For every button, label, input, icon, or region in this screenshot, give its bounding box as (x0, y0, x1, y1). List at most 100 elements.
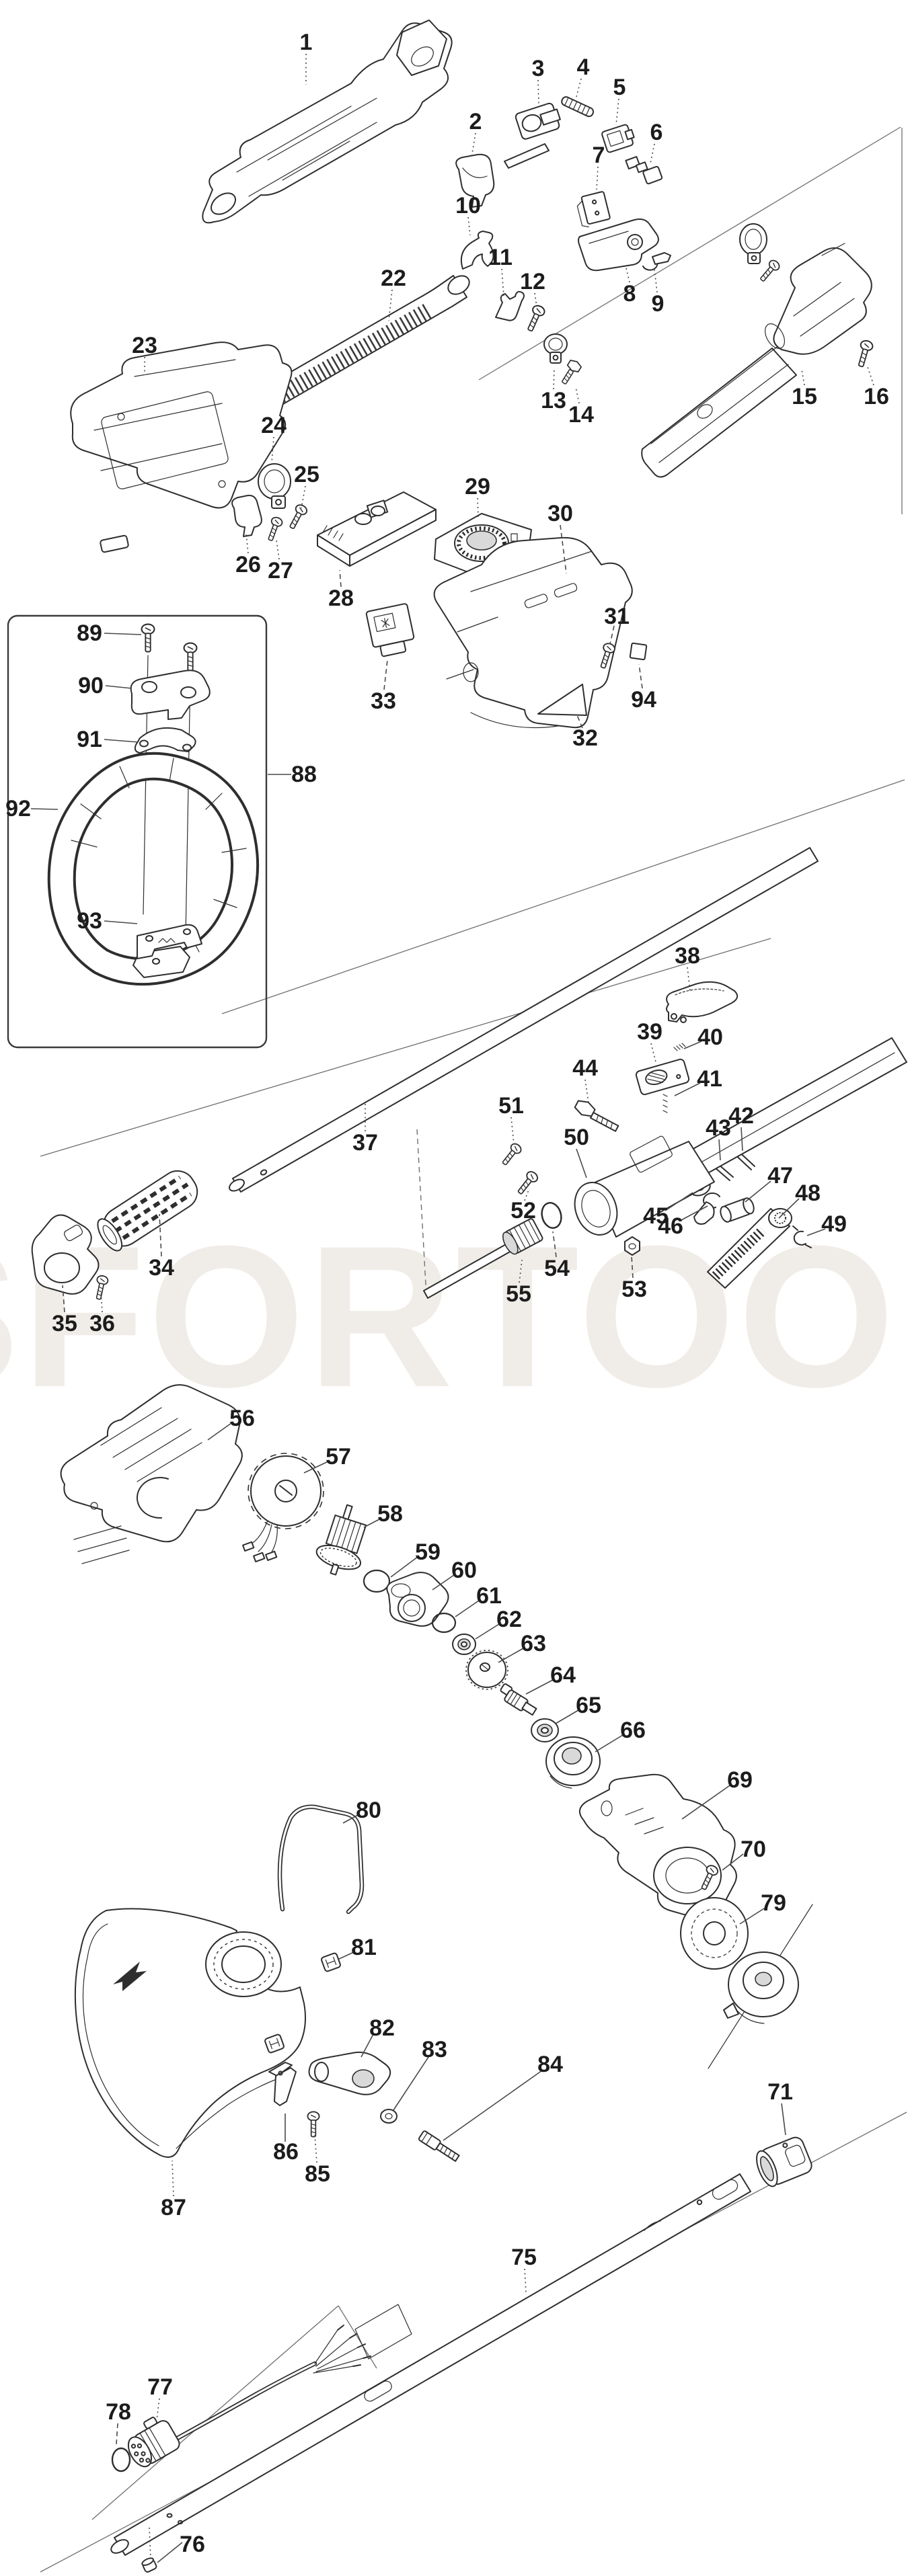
part-label-10: 10 (455, 193, 481, 218)
part-label-87: 87 (161, 2195, 186, 2220)
part-label-37: 37 (352, 1130, 378, 1156)
part-label-77: 77 (147, 2374, 173, 2400)
leader-line-51 (510, 1117, 515, 1145)
part-7-block (576, 191, 611, 228)
leader-line-81 (337, 1951, 354, 1960)
part-label-61: 61 (476, 1583, 502, 1609)
section-divider-mid-lower (40, 938, 771, 1157)
leader-line-87 (172, 2160, 174, 2197)
part-label-14: 14 (568, 402, 594, 428)
part-label-80: 80 (356, 1798, 381, 1823)
part-label-84: 84 (537, 2052, 563, 2077)
leader-line-33 (383, 659, 388, 690)
leader-line-8 (626, 268, 630, 283)
part-label-91: 91 (77, 727, 102, 752)
leader-line-89 (104, 633, 142, 635)
leader-line-34 (159, 1213, 162, 1257)
part-32-label-plate (537, 684, 587, 716)
inset-edge-bottom-left-a (91, 2305, 339, 2520)
part-53-nut (624, 1236, 640, 1256)
part-label-45: 45 (643, 1203, 669, 1229)
part-6-terminal-piece (625, 156, 663, 185)
part-14-bolt (558, 358, 583, 387)
part-61-o-ring (431, 1612, 457, 1634)
part-25-screw (286, 502, 309, 532)
part-37-main-pipe (229, 847, 819, 1193)
leader-line-94 (638, 663, 643, 689)
part-label-23: 23 (132, 333, 157, 358)
part-label-81: 81 (351, 1935, 377, 1960)
part-33-terminal-block (365, 603, 415, 657)
part-86-cutter-blade (268, 2062, 297, 2106)
part-2-switch-cover (455, 153, 495, 208)
leader-line-41 (674, 1082, 701, 1096)
leader-line-14 (575, 387, 580, 404)
part-label-79: 79 (761, 1890, 786, 1916)
leader-line-5 (615, 98, 619, 126)
leader-line-82 (361, 2034, 374, 2058)
part-label-93: 93 (77, 908, 102, 934)
leader-line-91 (104, 739, 139, 743)
part-label-60: 60 (451, 1558, 477, 1583)
part-label-75: 75 (511, 2245, 537, 2270)
leader-line-48 (778, 1198, 800, 1219)
part-65-bearing (531, 1718, 559, 1742)
leader-line-90 (105, 685, 133, 689)
part-81-square-nuts (264, 1952, 341, 2054)
part-57-stator (242, 1453, 324, 1563)
leader-line-6 (650, 143, 655, 164)
part-55-inner-shaft (423, 1218, 543, 1299)
leader-line-45 (665, 1192, 693, 1211)
part-label-49: 49 (821, 1211, 847, 1237)
part-label-78: 78 (106, 2399, 131, 2425)
leader-line-54 (552, 1231, 557, 1258)
part-79-cup-washer (680, 1897, 749, 1970)
part-label-94: 94 (631, 687, 656, 713)
part-label-8: 8 (623, 281, 636, 307)
part-91-saddle-clamp (134, 727, 196, 754)
part-label-40: 40 (697, 1024, 723, 1050)
part-label-7: 7 (593, 143, 605, 168)
leader-line-69 (681, 1785, 730, 1820)
leader-line-59 (390, 1556, 418, 1578)
part-label-42: 42 (728, 1103, 754, 1129)
part-94-label-square (629, 642, 648, 661)
leader-line-75 (524, 2268, 527, 2293)
leader-line-83 (393, 2056, 429, 2111)
part-59-o-ring (363, 1569, 391, 1593)
part-24-clamp (258, 463, 291, 509)
leader-line-50 (576, 1148, 587, 1178)
leader-line-26 (245, 533, 249, 554)
part-15-shaft-housing (641, 243, 872, 478)
part-label-5: 5 (613, 75, 626, 100)
rotation-arrow-icon (113, 1962, 147, 1991)
leader-line-3 (537, 79, 539, 105)
part-label-31: 31 (604, 604, 630, 629)
leader-line-46 (679, 1205, 708, 1221)
part-label-89: 89 (77, 620, 102, 646)
part-label-6: 6 (650, 120, 663, 145)
part-label-47: 47 (767, 1163, 793, 1189)
part-label-58: 58 (377, 1501, 403, 1527)
leader-line-2 (471, 132, 476, 158)
part-label-39: 39 (637, 1019, 663, 1045)
leader-line-66 (595, 1734, 623, 1753)
part-64-spindle (500, 1683, 537, 1716)
leader-line-7 (596, 166, 599, 190)
leader-line-10 (467, 216, 471, 236)
part-60-bearing-retainer (386, 1572, 449, 1627)
part-62-bearing (452, 1634, 476, 1655)
part-label-48: 48 (795, 1180, 821, 1206)
leader-line-79 (739, 1908, 765, 1925)
part-label-43: 43 (706, 1115, 731, 1141)
leader-line-16 (867, 366, 874, 386)
leader-line-70 (722, 1853, 744, 1871)
part-50-coupler (574, 1037, 907, 1238)
part-38-release-lever (666, 981, 739, 1023)
part-10-hook-lever (460, 231, 494, 270)
part-label-29: 29 (465, 474, 490, 499)
leader-line-39 (650, 1043, 656, 1063)
part-28-controller (317, 491, 437, 567)
trimmer-head-spool (708, 1904, 813, 2069)
